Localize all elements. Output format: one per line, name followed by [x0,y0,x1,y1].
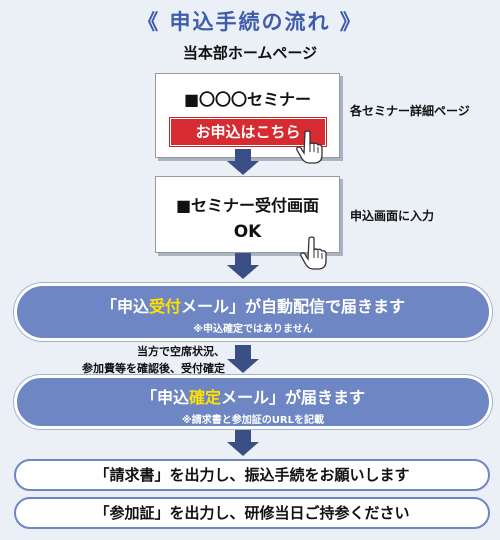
down-arrow-icon [227,430,259,456]
confirm-mail-highlight: 確定 [188,388,221,407]
confirm-note: 当方で空席状況、 参加費等を確認後、受付確定 [30,343,225,377]
down-arrow-icon [227,149,259,175]
pointing-hand-icon [300,236,327,270]
ok-button[interactable]: OK [233,222,262,242]
pointing-hand-icon [296,130,323,164]
seminar-page-box: ■〇〇〇セミナー お申込はこちら [155,73,340,158]
reception-heading: ■セミナー受付画面 [175,196,320,215]
confirm-note-line1: 当方で空席状況、 [137,345,225,358]
seminar-side-note: 各セミナー詳細ページ [350,104,470,118]
receipt-mail-note: ※申込確定ではありません [193,324,313,335]
apply-button[interactable]: お申込はこちら [170,118,326,146]
certificate-step: 「参加証」を出力し、研修当日ご持参ください [14,497,490,529]
receipt-mail-step: 「申込受付メール」が自動配信で届きます ※申込確定ではありません [14,283,492,341]
confirm-mail-note: ※請求書と参加証のURLを記載 [182,415,324,426]
receipt-mail-post: メール」が自動配信で届きます [181,297,406,316]
homepage-label: 当本部ホームページ [182,44,318,62]
invoice-step: 「請求書」を出力し、振込手続をお願いします [14,459,490,491]
confirm-mail-pre: 「申込 [140,388,189,407]
down-arrow-icon [227,253,259,279]
reception-side-note: 申込画面に入力 [350,209,435,223]
confirm-note-line2: 参加費等を確認後、受付確定 [82,362,225,375]
confirm-mail-step: 「申込確定メール」が届きます ※請求書と参加証のURLを記載 [14,375,492,429]
confirm-mail-post: メール」が届きます [221,388,366,407]
page-title: 《 申込手続の流れ 》 [137,10,363,34]
receipt-mail-highlight: 受付 [148,297,181,316]
seminar-heading: ■〇〇〇セミナー [183,90,312,109]
receipt-mail-pre: 「申込 [100,297,149,316]
down-arrow-icon [227,345,259,373]
